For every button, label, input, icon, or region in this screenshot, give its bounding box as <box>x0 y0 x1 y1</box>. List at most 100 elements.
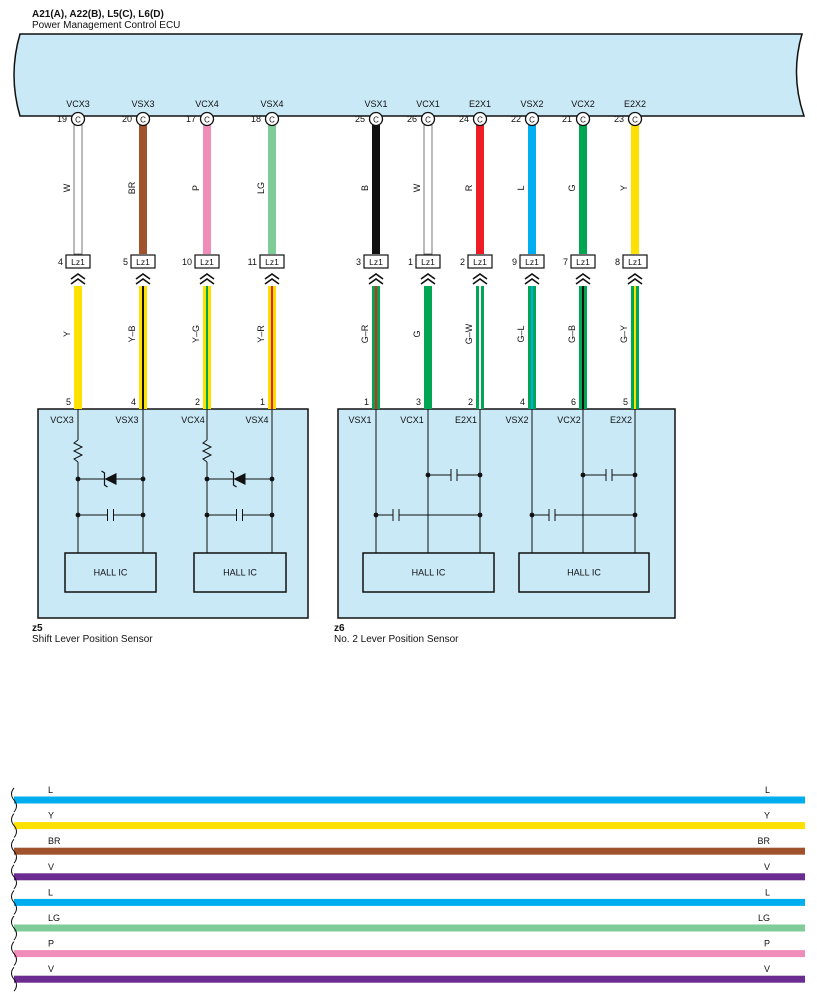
junction-dot <box>632 512 638 518</box>
ecu-pin-number: 22 <box>511 114 521 124</box>
lz-chevron-icon <box>420 273 436 280</box>
hall-ic-box <box>362 552 495 593</box>
wire-color-label: P <box>191 185 201 191</box>
legend-label-left: L <box>48 887 53 897</box>
wire-lower-6-stripe <box>479 286 481 409</box>
wire-break-icon <box>11 813 17 838</box>
wire-vcx4-upper <box>203 125 211 254</box>
lz-chevron-icon <box>368 273 384 280</box>
hall-ic-label: HALL IC <box>94 568 128 578</box>
ecu-pin-number: 25 <box>355 114 365 124</box>
wire-lower-5 <box>424 286 432 409</box>
wire-color-label: LG <box>256 182 266 194</box>
legend-label-right: Y <box>764 811 770 821</box>
wire-color-label: R <box>464 184 474 191</box>
junction-dot <box>425 472 431 478</box>
wire-lower-2-stripe <box>206 286 208 409</box>
ecu-connector-letter: C <box>75 116 81 125</box>
lz-pin-number: 10 <box>182 257 192 267</box>
hall-ic-box <box>64 552 157 593</box>
legend-label-right: BR <box>757 836 770 846</box>
wire-color-label: G–L <box>516 325 526 342</box>
lz-connector-label: Lz1 <box>628 257 642 267</box>
wire-color-label: G–Y <box>619 325 629 343</box>
sensor-z6-code: z6 <box>334 623 345 634</box>
ecu-pin-number: 19 <box>57 114 67 124</box>
lz-chevron-icon <box>368 278 384 285</box>
legend-bar-br <box>14 847 805 855</box>
wire-vcx1-upper <box>423 124 433 255</box>
junction-dot <box>477 472 483 478</box>
ecu-connector-letter: C <box>373 116 379 125</box>
lz-connector-box <box>415 254 441 269</box>
zener-diode-bar <box>230 470 237 488</box>
legend-label-left: P <box>48 939 54 949</box>
lz-chevron-icon <box>264 273 280 280</box>
wire-lower-3-stripe <box>271 286 273 409</box>
wire-color-label: G–B <box>567 325 577 343</box>
ecu-terminal-vcx3: VCX3 <box>66 99 90 109</box>
sensor-terminal-vcx1: VCX1 <box>400 415 424 425</box>
wire-color-label: L <box>516 185 526 190</box>
wire-e2x2-upper <box>631 125 639 254</box>
ecu-pin-circle <box>575 111 591 127</box>
lz-connector-box <box>259 254 285 269</box>
lz-connector-label: Lz1 <box>473 257 487 267</box>
lz-pin-number: 4 <box>58 257 63 267</box>
legend-label-right: LG <box>758 913 770 923</box>
sensor-terminal-e2x1: E2X1 <box>455 415 477 425</box>
sensor-terminal-vsx3: VSX3 <box>115 415 138 425</box>
hall-ic-box <box>518 552 650 593</box>
wire-break-icon <box>11 864 17 890</box>
lz-chevron-icon <box>575 273 591 280</box>
junction-dot <box>140 476 146 482</box>
lz-connector-box <box>622 254 648 269</box>
ecu-terminal-vsx3: VSX3 <box>131 99 154 109</box>
wire-color-label: Y–G <box>191 325 201 343</box>
lz-connector-box <box>570 254 596 269</box>
sensor-terminal-vcx3: VCX3 <box>50 415 74 425</box>
legend-bar-p <box>14 950 805 958</box>
legend-label-right: V <box>764 862 770 872</box>
junction-dot <box>269 512 275 518</box>
legend-bar-y <box>14 822 805 830</box>
sensor-z5-name: Shift Lever Position Sensor <box>32 634 153 645</box>
sensor-terminal-vsx1: VSX1 <box>348 415 371 425</box>
ecu-connector-letter: C <box>632 116 638 125</box>
legend-label-left: BR <box>48 836 61 846</box>
lz-chevron-icon <box>135 273 151 280</box>
lz-chevron-icon <box>524 273 540 280</box>
lz-pin-number: 7 <box>563 257 568 267</box>
sensor-pin-number: 1 <box>364 397 369 407</box>
sensor-pin-number: 5 <box>66 397 71 407</box>
legend-label-left: Y <box>48 811 54 821</box>
lz-connector-label: Lz1 <box>576 257 590 267</box>
lz-connector-label: Lz1 <box>369 257 383 267</box>
legend-label-left: V <box>48 964 54 974</box>
legend-label-right: P <box>764 939 770 949</box>
lz-connector-box <box>519 254 545 269</box>
sensor-pin-number: 2 <box>468 397 473 407</box>
ecu-terminal-vcx4: VCX4 <box>195 99 219 109</box>
wire-vcx2-upper <box>579 125 587 254</box>
wire-lower-8-stripe <box>582 286 584 409</box>
junction-dot <box>75 512 81 518</box>
sensor-z5-code: z5 <box>32 623 43 634</box>
wire-break-icon <box>11 966 17 992</box>
junction-dot <box>140 512 146 518</box>
legend-bar-lg <box>14 924 805 932</box>
lz-chevron-icon <box>472 278 488 285</box>
wires-layer <box>73 124 639 409</box>
lz-connector-box <box>130 254 156 269</box>
ecu-pin-number: 24 <box>459 114 469 124</box>
hall-ic-label: HALL IC <box>223 568 257 578</box>
wire-lower-0 <box>74 286 82 409</box>
legend-bar-v <box>14 975 805 983</box>
ecu-pin-circle <box>627 111 643 127</box>
wire-vcx3-upper <box>73 124 83 255</box>
hall-ic-label: HALL IC <box>567 568 601 578</box>
lz-connector-box <box>363 254 389 269</box>
wire-break-icon <box>11 838 17 864</box>
